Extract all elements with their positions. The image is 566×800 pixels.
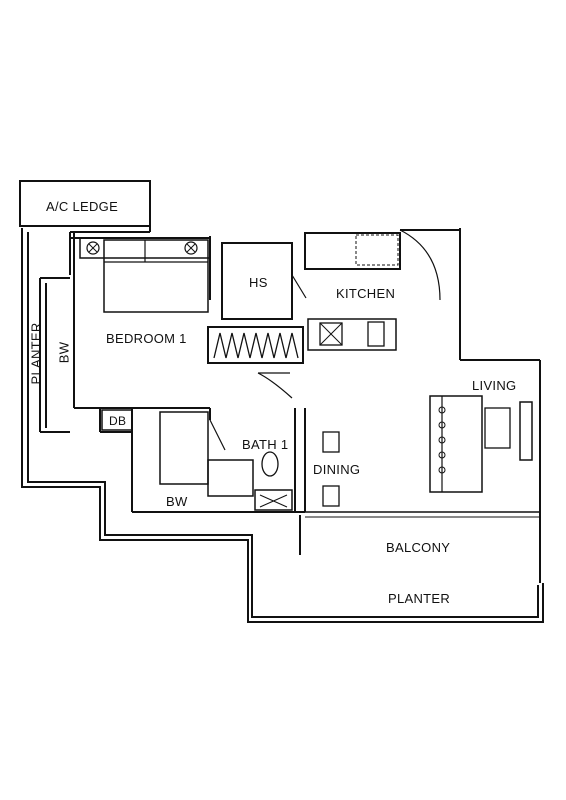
planter-left-label: PLANTER bbox=[28, 322, 44, 385]
living-label: LIVING bbox=[472, 378, 517, 393]
outer-walls bbox=[21, 226, 544, 623]
balcony-edge bbox=[299, 511, 541, 583]
bath1-label: BATH 1 bbox=[242, 437, 289, 452]
living-furniture bbox=[322, 395, 533, 507]
bw-left-label: BW bbox=[56, 341, 72, 364]
hs-label: HS bbox=[249, 275, 268, 290]
ac-ledge-label: A/C LEDGE bbox=[46, 199, 119, 214]
kitchen-label: KITCHEN bbox=[336, 286, 396, 301]
dining-label: DINING bbox=[313, 462, 361, 477]
ac-ledge bbox=[19, 180, 151, 227]
bedroom-walls bbox=[70, 236, 307, 431]
db-label: DB bbox=[109, 414, 127, 428]
kitchen-fixtures bbox=[304, 228, 541, 555]
bath-fixtures bbox=[159, 408, 306, 512]
bedroom1-label: BEDROOM 1 bbox=[106, 331, 187, 346]
balcony-label: BALCONY bbox=[386, 540, 451, 555]
planter-bottom-label: PLANTER bbox=[388, 591, 451, 606]
bw-bottom-label: BW bbox=[166, 494, 188, 509]
